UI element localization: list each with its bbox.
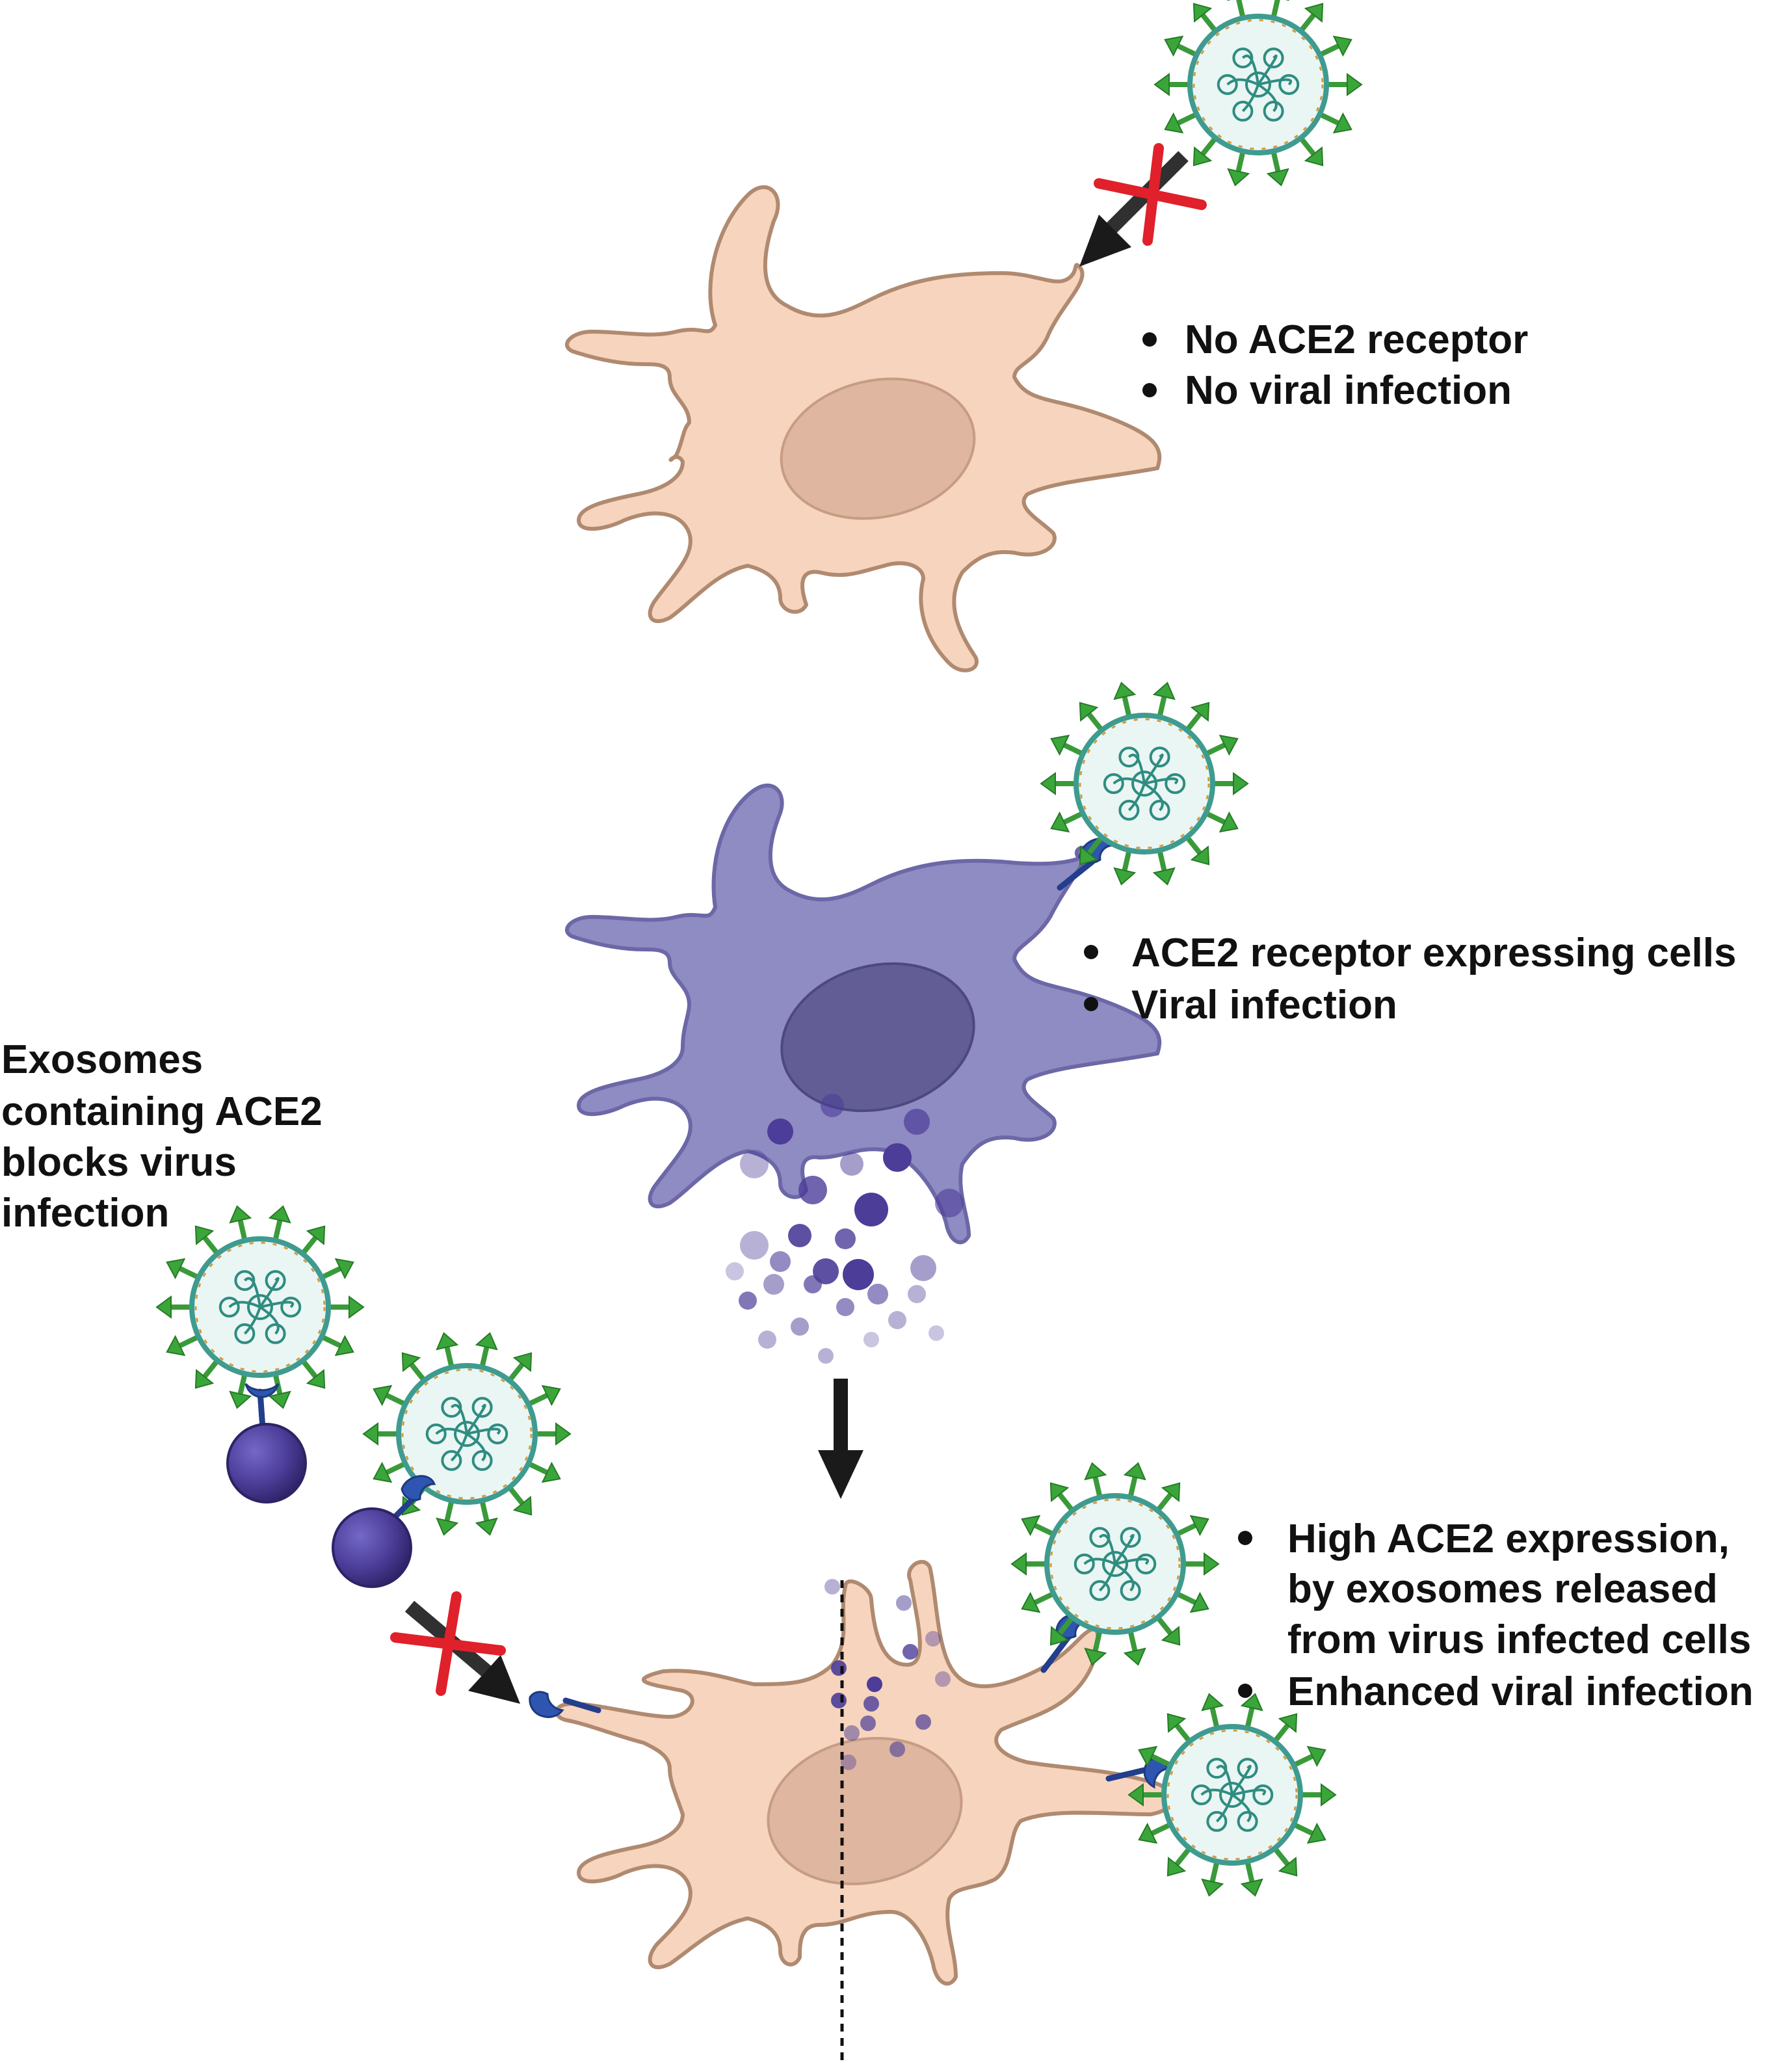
exosome-dot <box>798 1176 827 1204</box>
exosome-dot <box>843 1259 874 1290</box>
exosome-dot <box>903 1644 918 1660</box>
exosome-dot <box>804 1275 822 1293</box>
left-caption-line-2: containing ACE2 <box>1 1089 323 1134</box>
exosome-dot <box>896 1595 912 1611</box>
left-caption: Exosomes containing ACE2 blocks virus in… <box>1 1037 323 1236</box>
exosome-dot <box>888 1311 906 1329</box>
released-exosomes <box>726 1094 964 1364</box>
exosome-dot <box>836 1298 854 1316</box>
exosome-dot <box>916 1714 931 1730</box>
bottom-exosomes <box>824 1579 951 1770</box>
exosome-dot <box>908 1285 926 1303</box>
exosome-dot <box>763 1274 784 1295</box>
exosome-dot <box>818 1348 834 1364</box>
exosome-dot <box>910 1255 936 1281</box>
bullet-dot <box>1084 997 1098 1011</box>
left-caption-line-1: Exosomes <box>1 1037 203 1082</box>
arrow-icon <box>468 1655 520 1704</box>
exosome-dot <box>863 1696 879 1712</box>
left-caption-line-4: infection <box>1 1191 169 1236</box>
exosome-dot <box>740 1231 769 1260</box>
exosome-dot <box>840 1152 863 1176</box>
virus-icon <box>1153 0 1363 187</box>
exosome-dot <box>740 1150 769 1178</box>
left-caption-line-3: blocks virus <box>1 1140 237 1185</box>
exosome-dot <box>758 1331 776 1349</box>
blocked-arrow-top <box>1079 143 1207 267</box>
exosome-dot <box>835 1228 856 1249</box>
exosome-dot <box>739 1291 757 1310</box>
exosome-dot <box>929 1325 944 1341</box>
exosome-dot <box>791 1318 809 1336</box>
middle-bullet-1: ACE2 receptor expressing cells <box>1131 931 1736 975</box>
exosome-dot <box>889 1742 905 1757</box>
virus-icon <box>1040 682 1249 886</box>
bullet-dot <box>1238 1531 1252 1545</box>
exosome-icon <box>226 1423 307 1503</box>
exosome-dot <box>831 1660 847 1676</box>
exosome-dot <box>863 1332 879 1347</box>
exosome-dot <box>788 1224 811 1247</box>
exosome-virus-complexes <box>155 1205 572 1704</box>
exosome-dot <box>841 1755 856 1770</box>
bottom-panel: High ACE2 expression, by exosomes releas… <box>529 1462 1754 2066</box>
exosome-dot <box>867 1676 882 1692</box>
top-bullets: No ACE2 receptor No viral infection <box>1142 317 1528 413</box>
exosome-dot <box>726 1262 744 1280</box>
virus-icon <box>362 1332 572 1536</box>
bullet-dot <box>1142 383 1157 397</box>
block-x-icon <box>1094 143 1207 246</box>
blocked-arrow-bottom <box>390 1591 520 1704</box>
bullet-dot <box>1238 1684 1252 1698</box>
exosome-dot <box>767 1119 793 1145</box>
middle-panel: ACE2 receptor expressing cells Viral inf… <box>565 682 1736 1499</box>
exosome-dot <box>935 1671 951 1687</box>
exosome-dot <box>854 1193 888 1226</box>
exosome-dot <box>883 1143 912 1172</box>
down-arrow <box>818 1379 863 1499</box>
ace2-receptor-icon <box>529 1691 601 1718</box>
middle-bullets: ACE2 receptor expressing cells Viral inf… <box>1084 931 1736 1027</box>
top-bullet-1: No ACE2 receptor <box>1185 317 1528 362</box>
exosome-dot <box>821 1094 844 1117</box>
exosome-dot <box>844 1725 860 1741</box>
bottom-bullet-3: from virus infected cells <box>1287 1617 1751 1662</box>
middle-bullet-2: Viral infection <box>1131 983 1397 1027</box>
bottom-bullet-4: Enhanced viral infection <box>1287 1669 1754 1714</box>
bottom-bullets: High ACE2 expression, by exosomes releas… <box>1238 1516 1754 1714</box>
exosome-dot <box>831 1693 847 1708</box>
exosome-dot <box>925 1631 941 1647</box>
top-bullet-2: No viral infection <box>1185 368 1512 413</box>
arrow-icon <box>818 1450 863 1499</box>
exosome-dot <box>867 1284 888 1304</box>
exosome-dot <box>813 1258 839 1284</box>
exosome-dot <box>770 1251 791 1272</box>
bullet-dot <box>1084 945 1098 959</box>
arrow-icon <box>1079 215 1131 267</box>
infected-cell-nucleus <box>780 962 975 1113</box>
block-x-icon <box>390 1591 506 1696</box>
exosome-dot <box>824 1579 840 1595</box>
bullet-dot <box>1142 332 1157 347</box>
exosome-dot <box>860 1715 876 1731</box>
virus-icon <box>1010 1462 1220 1666</box>
virus-icon <box>1127 1693 1337 1897</box>
normal-cell-bottom-nucleus <box>767 1736 963 1886</box>
bottom-bullet-1: High ACE2 expression, <box>1287 1516 1730 1561</box>
bottom-bullet-2: by exosomes released <box>1287 1567 1718 1611</box>
exosome-dot <box>935 1189 964 1217</box>
exosome-dot <box>904 1109 930 1135</box>
exosome-icon <box>332 1507 412 1588</box>
top-panel: No ACE2 receptor No viral infection <box>565 0 1528 672</box>
normal-cell-top-nucleus <box>780 377 976 520</box>
virus-icon <box>155 1205 365 1409</box>
